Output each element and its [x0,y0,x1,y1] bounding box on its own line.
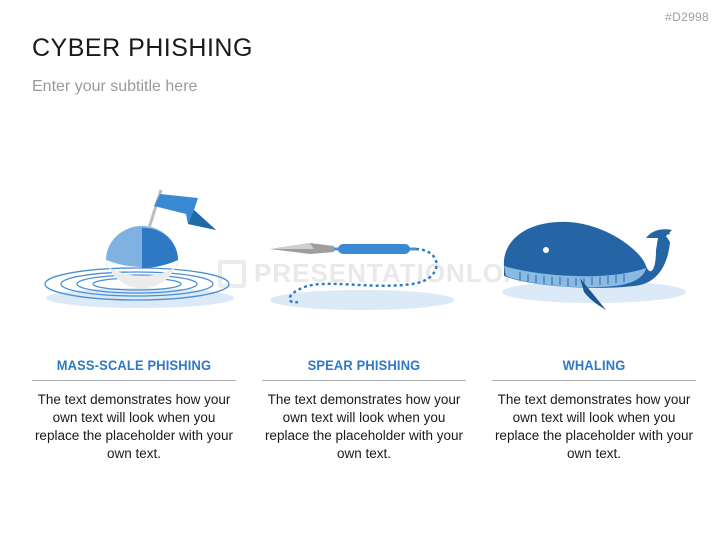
buoy-with-flag-icon [44,189,234,308]
column-text: The text demonstrates how your own text … [34,392,234,461]
slide-id-label: #D2998 [665,10,709,24]
column-whaling: WHALING The text demonstrates how your o… [492,350,696,463]
column-mass-scale-phishing: MASS-SCALE PHISHING The text demonstrate… [32,350,236,463]
watermark-logo-icon [218,259,246,288]
whale-icon [502,221,686,310]
divider [262,380,466,381]
divider [32,380,236,381]
column-title: MASS-SCALE PHISHING [56,357,212,373]
column-text: The text demonstrates how your own text … [264,392,464,461]
spear-icon [270,243,454,310]
divider [492,380,696,381]
column-title: SPEAR PHISHING [307,357,421,373]
watermark-text: PRESENTATIONLOAD [254,258,544,288]
column-text: The text demonstrates how your own text … [494,392,694,461]
page-title: CYBER PHISHING [32,34,253,62]
column-spear-phishing: SPEAR PHISHING The text demonstrates how… [262,350,466,463]
page-subtitle: Enter your subtitle here [32,78,198,95]
column-title: WHALING [562,357,626,373]
watermark: PRESENTATIONLOAD [218,258,543,289]
